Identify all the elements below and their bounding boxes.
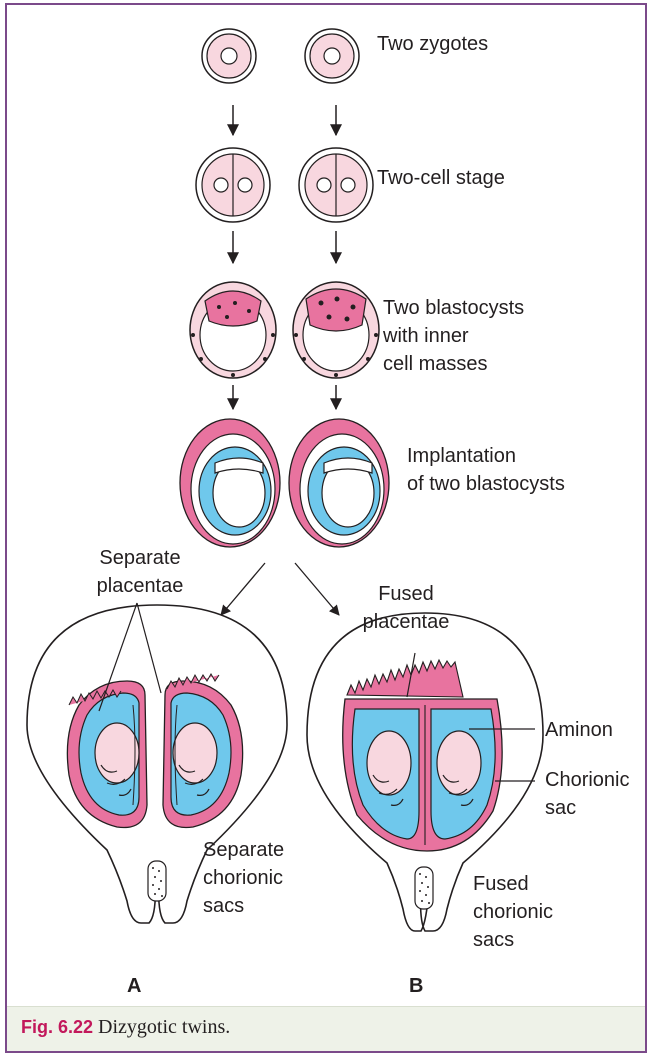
label-separate-chorionic-line2: chorionic	[203, 865, 283, 891]
label-fused-chorionic-line2: chorionic	[473, 899, 553, 925]
label-chorionic-sac-line2: sac	[545, 795, 576, 821]
twins-illustration	[7, 5, 645, 1009]
zygote-left	[202, 29, 256, 83]
label-two-cell-stage: Two-cell stage	[377, 165, 505, 191]
arrow-to-panel-b	[295, 563, 339, 615]
two-cell-right	[299, 148, 373, 222]
panel-a-letter: A	[127, 973, 141, 999]
caption-text: Dizygotic twins.	[98, 1016, 230, 1038]
label-implantation-line1: Implantation	[407, 443, 516, 469]
label-implantation-line2: of two blastocysts	[407, 471, 565, 497]
label-separate-chorionic-line1: Separate	[203, 837, 284, 863]
figure-caption: Fig. 6.22 Dizygotic twins.	[21, 1016, 230, 1039]
caption-bar: Fig. 6.22 Dizygotic twins.	[7, 1006, 645, 1051]
two-cell-left	[196, 148, 270, 222]
figure-panel: Two zygotes Two-cell stage Two blastocys…	[5, 3, 647, 1053]
label-separate-chorionic-line3: sacs	[203, 893, 244, 919]
figure-number: Fig. 6.22	[21, 1017, 93, 1037]
label-fused-placentae-line2: placentae	[351, 609, 461, 635]
label-aminon: Aminon	[545, 717, 613, 743]
label-fused-chorionic-line1: Fused	[473, 871, 529, 897]
implanted-blastocyst-left	[180, 419, 280, 547]
blastocyst-left	[190, 282, 276, 378]
blastocyst-right	[293, 282, 379, 378]
label-blastocysts-line3: cell masses	[383, 351, 487, 377]
label-separate-placentae-line1: Separate	[85, 545, 195, 571]
implanted-blastocyst-right	[289, 419, 389, 547]
panel-b-letter: B	[409, 973, 423, 999]
zygote-right	[305, 29, 359, 83]
label-chorionic-sac-line1: Chorionic	[545, 767, 629, 793]
label-fused-chorionic-line3: sacs	[473, 927, 514, 953]
label-fused-placentae-line1: Fused	[351, 581, 461, 607]
arrow-to-panel-a	[221, 563, 265, 615]
label-blastocysts-line2: with inner	[383, 323, 469, 349]
label-two-zygotes: Two zygotes	[377, 31, 488, 57]
label-blastocysts-line1: Two blastocysts	[383, 295, 524, 321]
label-separate-placentae-line2: placentae	[85, 573, 195, 599]
